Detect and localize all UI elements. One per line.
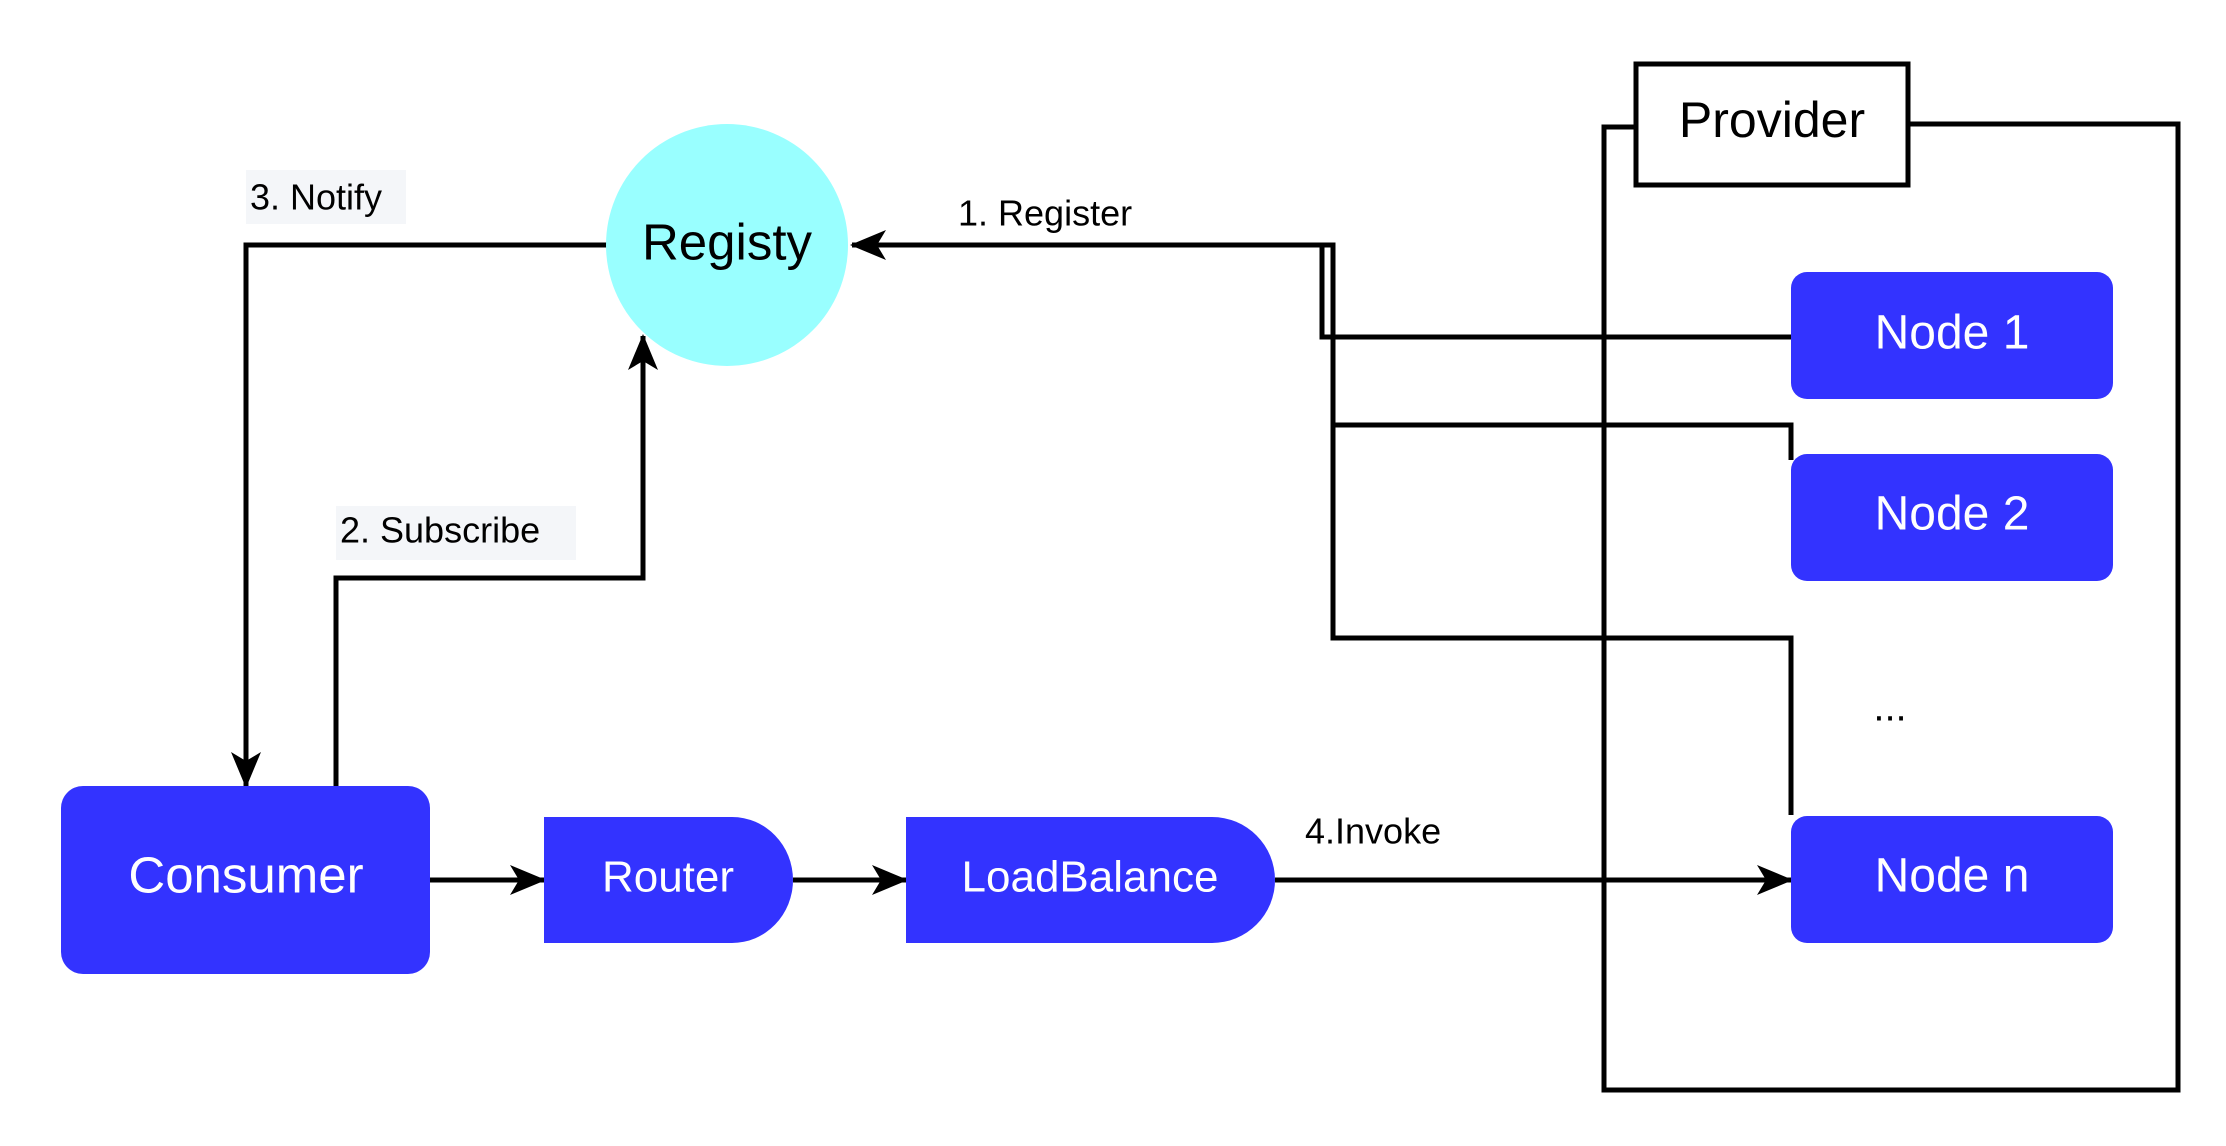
register-line-noden bbox=[1330, 425, 1794, 815]
node-2-label: Node 2 bbox=[1875, 488, 2030, 541]
loadbalance-shape bbox=[906, 817, 1275, 943]
router[interactable]: Router bbox=[544, 817, 793, 943]
connectors bbox=[231, 230, 1794, 895]
node-n-label: Node n bbox=[1875, 850, 2030, 903]
node-n-box bbox=[1791, 816, 2113, 943]
register-line-node1 bbox=[850, 230, 1791, 340]
subscribe-label-bg bbox=[336, 506, 576, 560]
provider-title-box bbox=[1633, 61, 1911, 188]
notify-label-bg bbox=[246, 170, 406, 224]
provider-container: Provider bbox=[1601, 61, 2181, 1093]
registry[interactable]: Registy bbox=[606, 124, 848, 366]
edge-labels: 3. Notify 1. Register 2. Subscribe 4.Inv… bbox=[246, 170, 1441, 852]
invoke-label: 4.Invoke bbox=[1305, 811, 1441, 852]
registry-label: Registy bbox=[642, 213, 813, 270]
register-label: 1. Register bbox=[958, 193, 1132, 234]
node-2-box bbox=[1791, 454, 2113, 581]
node-1-label: Node 1 bbox=[1875, 307, 2030, 360]
notify-label: 3. Notify bbox=[250, 177, 382, 218]
node-n[interactable]: Node n bbox=[1791, 816, 2113, 943]
register-label-bg bbox=[956, 190, 1164, 240]
registry-circle bbox=[606, 124, 848, 366]
node-1[interactable]: Node 1 bbox=[1791, 272, 2113, 399]
node-2[interactable]: Node 2 bbox=[1791, 454, 2113, 581]
consumer[interactable]: Consumer bbox=[61, 786, 430, 974]
provider-ellipsis: ... bbox=[1873, 686, 1906, 730]
subscribe-label: 2. Subscribe bbox=[340, 510, 540, 551]
register-line-node2 bbox=[1322, 242, 1794, 460]
notify-line bbox=[231, 242, 607, 788]
loadbalance-label: LoadBalance bbox=[962, 853, 1219, 902]
router-shape bbox=[544, 817, 793, 943]
consumer-label: Consumer bbox=[128, 846, 363, 903]
node-1-box bbox=[1791, 272, 2113, 399]
loadbalance[interactable]: LoadBalance bbox=[906, 817, 1275, 943]
subscribe-line bbox=[333, 334, 658, 786]
provider-border bbox=[1601, 121, 2181, 1093]
consumer-box bbox=[61, 786, 430, 974]
provider-title: Provider bbox=[1679, 92, 1865, 148]
router-label: Router bbox=[602, 853, 734, 902]
